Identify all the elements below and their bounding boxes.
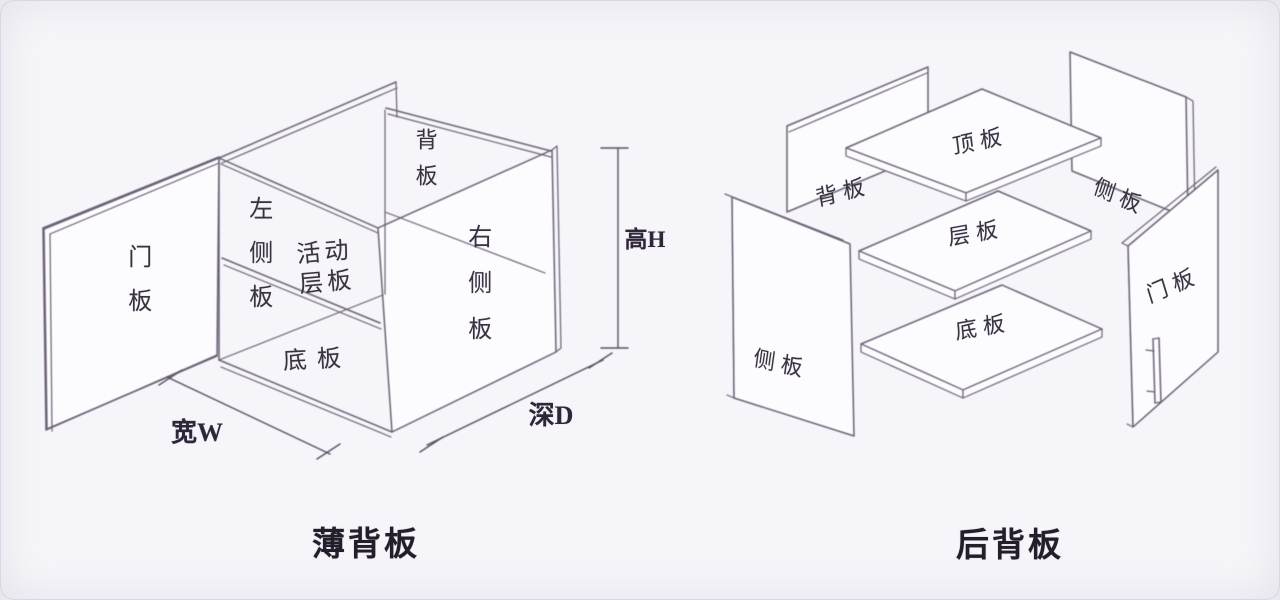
- left-diagram-caption: 薄背板: [312, 527, 420, 563]
- height-dimension-line: [600, 147, 629, 349]
- left-diagram-interior: [218, 109, 546, 438]
- left-side-panel-label: 左侧板: [244, 196, 271, 328]
- exploded-door-panel: [1121, 166, 1219, 428]
- exploded-bottom-panel: [860, 284, 1103, 399]
- width-dimension-line: [158, 369, 341, 460]
- back-panel-label: 背板: [412, 128, 438, 200]
- door-panel-label: 门板: [123, 244, 150, 332]
- right-side-panel-label: 右侧板: [463, 224, 490, 362]
- depth-dimension-line: [419, 352, 613, 453]
- left-cabinet-drawing: [42, 81, 629, 460]
- left-diagram-top-rim: [218, 81, 552, 234]
- left-diagram-door-panel: [42, 156, 220, 432]
- width-dimension-label: 宽W: [170, 418, 224, 448]
- exploded-shelf-panel: [858, 190, 1092, 300]
- height-dimension-label: 高H: [624, 226, 666, 252]
- bottom-panel-label: 底板: [282, 345, 352, 375]
- exploded-top-panel: [845, 88, 1102, 202]
- right-diagram-caption: 后背板: [956, 528, 1064, 564]
- door-handle: [1145, 337, 1162, 404]
- right-exploded-drawing: [724, 51, 1219, 437]
- depth-dimension-label: 深D: [528, 401, 574, 431]
- exploded-left-side-panel: [724, 193, 855, 437]
- shelf-panel-label: 活动层板: [295, 237, 357, 299]
